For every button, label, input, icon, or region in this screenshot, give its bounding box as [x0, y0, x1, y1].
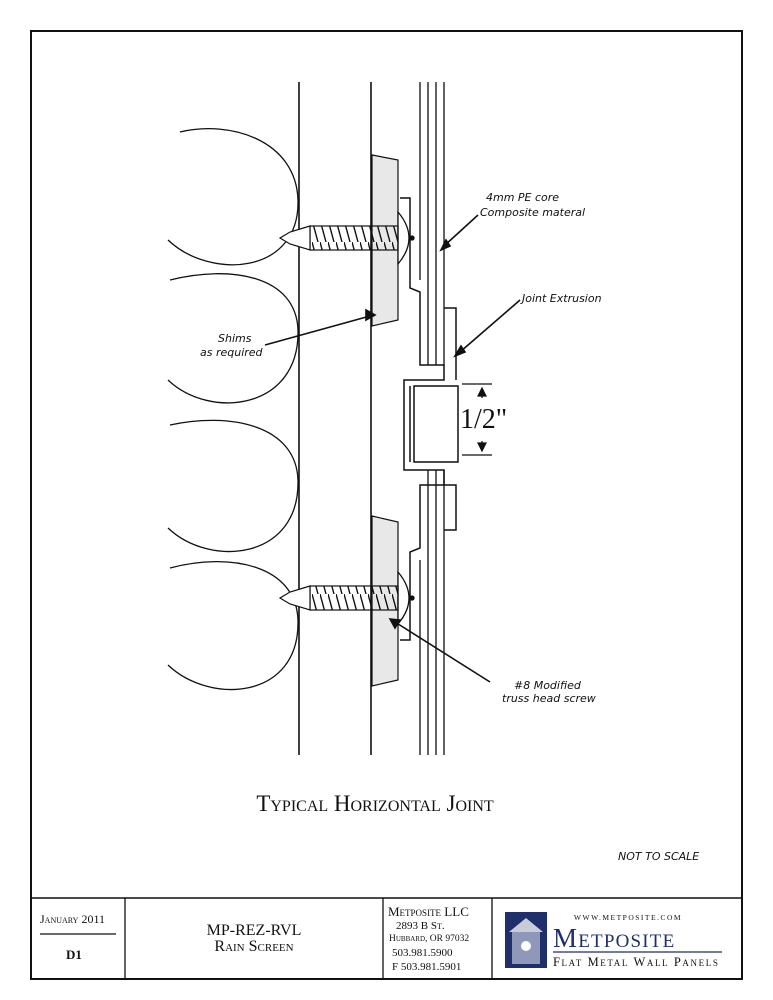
- metposite-logo: WWW.METPOSITE.COM Metposite Flat Metal W…: [505, 912, 722, 969]
- lower-screw: [278, 585, 399, 611]
- callout-core-line1: 4mm PE core: [486, 191, 559, 204]
- drawing-title: Typical Horizontal Joint: [256, 791, 494, 816]
- callout-shims-line1: Shims: [218, 332, 252, 345]
- company-phone: 503.981.5900: [392, 947, 453, 959]
- callout-screw-line2: truss head screw: [502, 692, 596, 705]
- title-block-drawing-number: MP-REZ-RVL: [206, 922, 302, 939]
- company-name: Metposite LLC: [388, 904, 469, 919]
- joint-extrusion: [400, 197, 459, 641]
- sheet-border: [30, 30, 743, 980]
- title-block-frame: [31, 897, 742, 979]
- scale-note: NOT TO SCALE: [618, 850, 699, 863]
- company-fax: F 503.981.5901: [392, 961, 462, 973]
- screw-heads: [397, 210, 415, 626]
- dimension-half-inch: [462, 383, 492, 456]
- logo-tagline: Flat Metal Wall Panels: [553, 955, 719, 969]
- title-block-date: January 2011: [40, 912, 106, 926]
- callout-joint-extrusion: Joint Extrusion: [520, 292, 602, 305]
- upper-screw: [278, 225, 399, 251]
- logo-brand: Metposite: [553, 923, 675, 953]
- callout-screw-line1: #8 Modified: [514, 679, 582, 692]
- company-address-line2: Hubbard, OR 97032: [389, 934, 470, 944]
- substrate-lines: [298, 82, 372, 755]
- insulation-loops: [167, 128, 299, 691]
- callout-core-line2: Composite materal: [480, 206, 585, 219]
- dimension-label: 1/2": [460, 404, 507, 435]
- title-block-drawing-name: Rain Screen: [214, 938, 294, 955]
- callout-shims-line2: as required: [200, 346, 264, 359]
- callout-leaders: [264, 214, 521, 683]
- title-block-sheet-number: D1: [66, 947, 82, 962]
- panel-face-lines: [419, 82, 445, 755]
- company-address-line1: 2893 B St.: [396, 920, 445, 932]
- logo-url: WWW.METPOSITE.COM: [574, 913, 682, 922]
